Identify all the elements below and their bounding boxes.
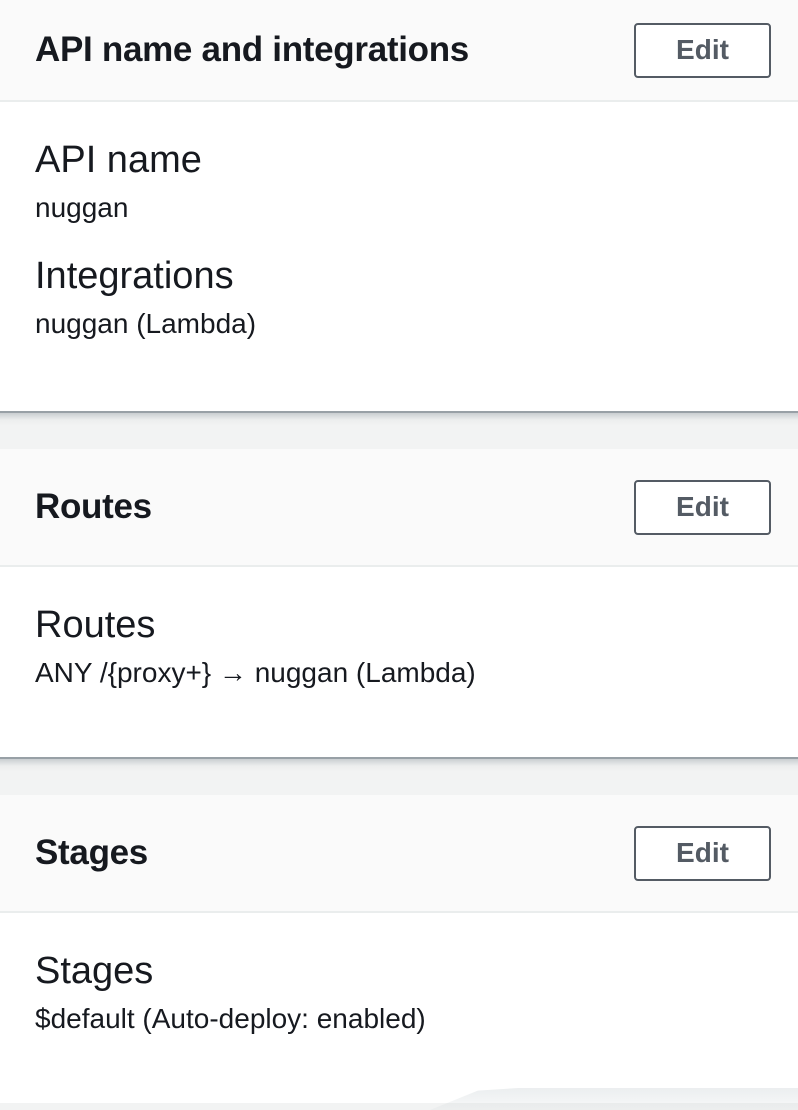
section-title: Stages <box>35 833 148 872</box>
edit-button-stages[interactable]: Edit <box>634 825 771 881</box>
field-label: Integrations <box>35 255 234 297</box>
edit-button-api-name-and-integrations[interactable]: Edit <box>634 22 771 78</box>
section-card-routes: Routes Edit Routes ANY /{proxy+} → nugga… <box>0 449 798 757</box>
field-value: nuggan (Lambda) <box>35 308 257 339</box>
section-header: Routes Edit <box>0 449 798 567</box>
section-header: Stages Edit <box>0 795 798 913</box>
section-card-stages: Stages Edit Stages $default (Auto-deploy… <box>0 795 798 1103</box>
section-separator <box>0 411 798 449</box>
section-content: Routes ANY /{proxy+} → nuggan (Lambda) <box>0 567 798 757</box>
field-api-name: API name nuggan <box>35 136 763 226</box>
field-integrations: Integrations nuggan (Lambda) <box>35 252 763 342</box>
section-header: API name and integrations Edit <box>0 0 798 102</box>
section-content: Stages $default (Auto-deploy: enabled) <box>0 913 798 1103</box>
field-value: $default (Auto-deploy: enabled) <box>35 1003 426 1034</box>
field-label: API name <box>35 139 202 181</box>
field-label: Stages <box>35 950 154 992</box>
section-title: Routes <box>35 487 152 526</box>
field-value: ANY /{proxy+} → nuggan (Lambda) <box>35 657 476 688</box>
field-label: Routes <box>35 604 156 646</box>
section-separator <box>0 757 798 795</box>
edit-button-routes[interactable]: Edit <box>634 479 771 535</box>
section-title: API name and integrations <box>35 30 469 69</box>
field-routes: Routes ANY /{proxy+} → nuggan (Lambda) <box>35 601 763 691</box>
field-value: nuggan <box>35 192 129 223</box>
section-card-api-name-and-integrations: API name and integrations Edit API name … <box>0 0 798 411</box>
section-content: API name nuggan Integrations nuggan (Lam… <box>0 102 798 411</box>
field-stages: Stages $default (Auto-deploy: enabled) <box>35 947 763 1037</box>
